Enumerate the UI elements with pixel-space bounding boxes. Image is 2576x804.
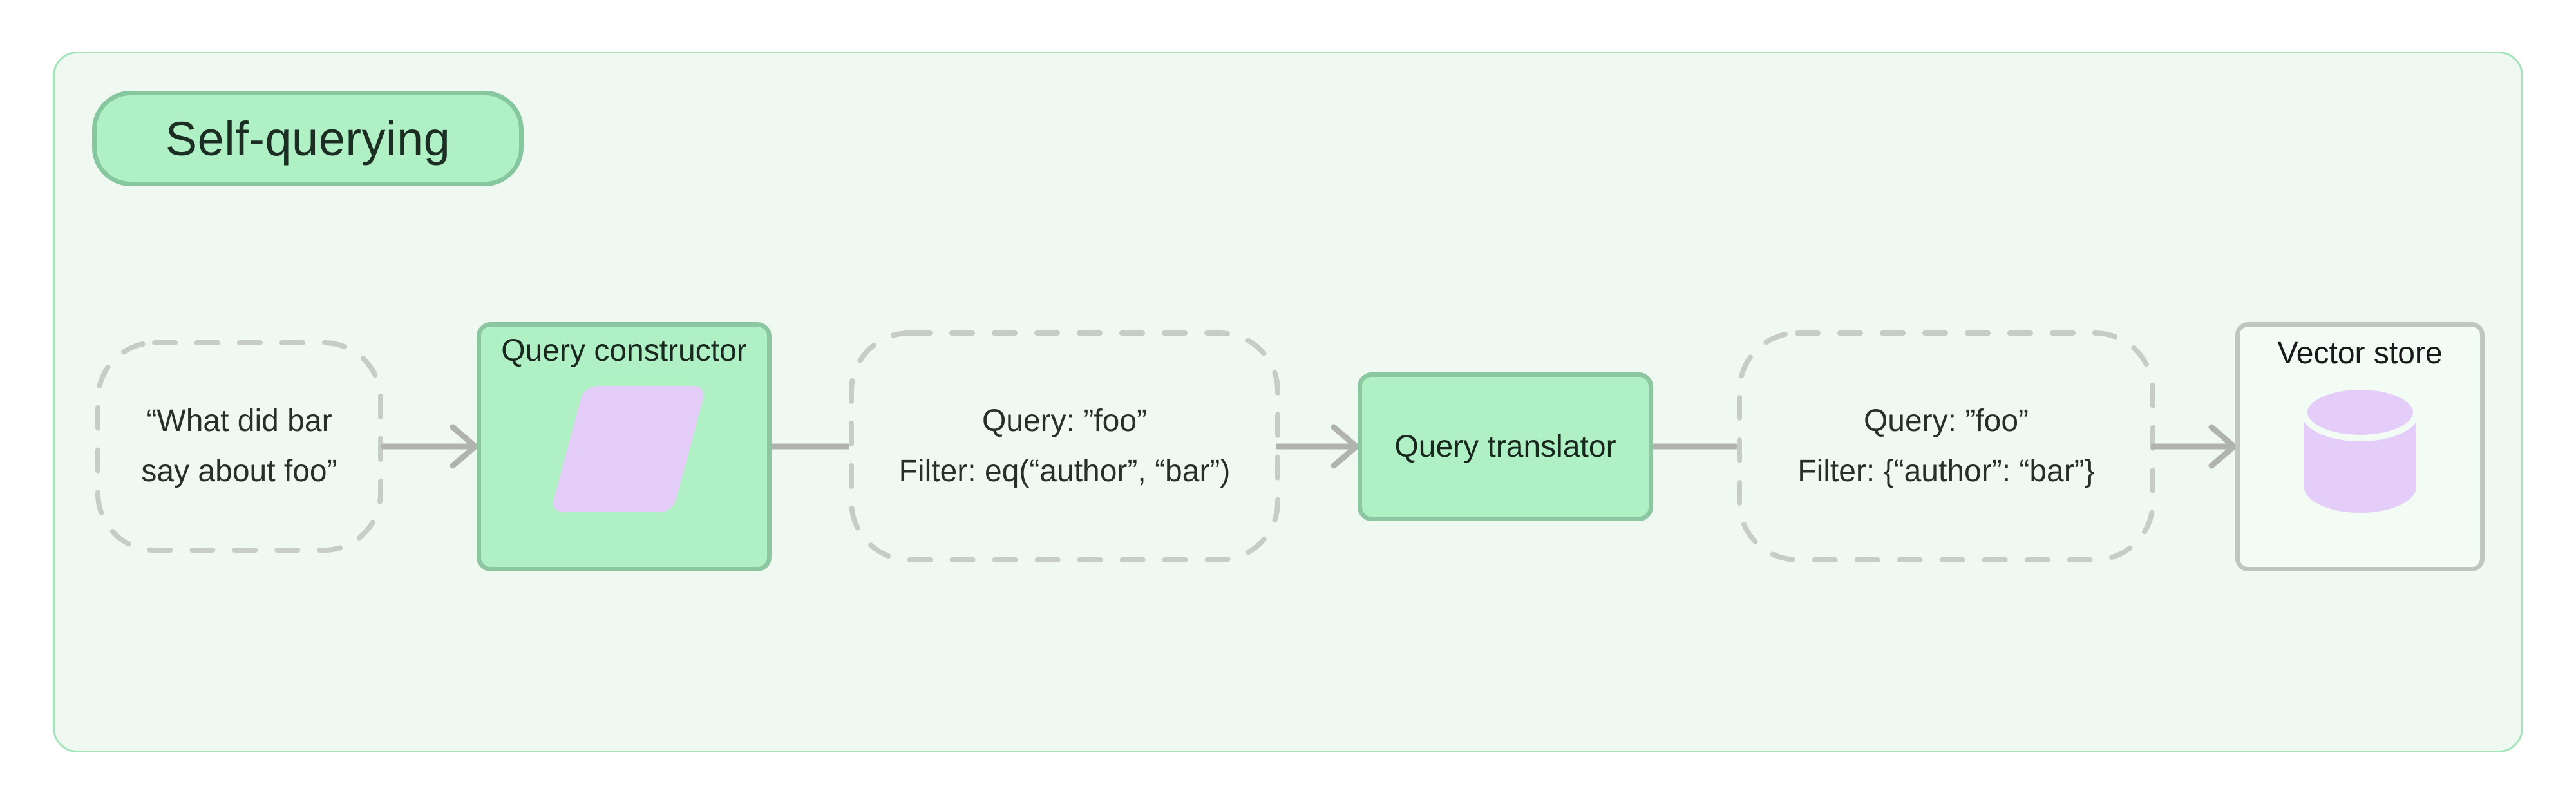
query-translator-title: Query translator <box>1394 430 1616 464</box>
input-question-line2: say about foo” <box>141 454 337 488</box>
database-icon <box>2300 385 2420 513</box>
structured-query-node: Query: ”foo” Filter: eq(“author”, “bar”) <box>849 330 1280 562</box>
input-question-line1: “What did bar <box>146 404 332 438</box>
connector-line <box>772 443 849 450</box>
vector-store-node: Vector store <box>2235 322 2485 571</box>
connector-line <box>1653 443 1737 450</box>
self-querying-panel: Self-querying “What did bar say about fo… <box>53 52 2523 752</box>
query-constructor-title: Query constructor <box>501 334 747 368</box>
translated-query-node: Query: ”foo” Filter: {“author”: “bar”} <box>1737 330 2155 562</box>
input-question-node: “What did bar say about foo” <box>95 340 383 553</box>
query-constructor-node: Query constructor <box>477 322 772 571</box>
arrow-icon <box>1276 424 1359 469</box>
structured-query-line1: Query: ”foo” <box>981 404 1148 438</box>
arrow-icon <box>381 424 478 469</box>
structured-query-line2: Filter: eq(“author”, “bar”) <box>898 454 1231 488</box>
query-translator-node: Query translator <box>1358 372 1653 521</box>
vector-store-title: Vector store <box>2277 336 2443 370</box>
diagram-title: Self-querying <box>165 111 451 166</box>
diagram-title-badge: Self-querying <box>92 91 524 186</box>
translated-query-line1: Query: ”foo” <box>1863 404 2029 438</box>
arrow-icon <box>2151 424 2237 469</box>
translated-query-line2: Filter: {“author”: “bar”} <box>1797 454 2095 488</box>
parallelogram-icon <box>550 386 707 512</box>
